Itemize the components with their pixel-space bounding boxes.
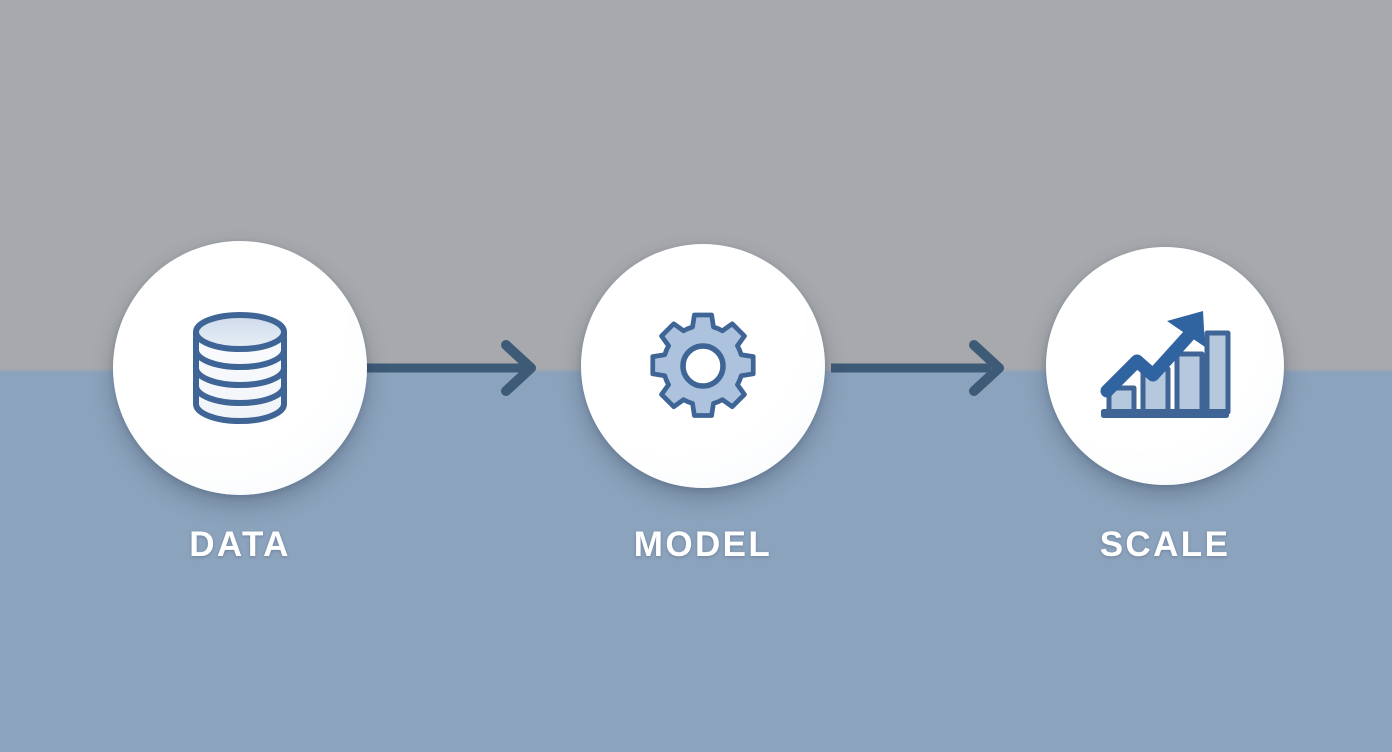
model-circle-wrap: [581, 244, 825, 488]
step-label-model: MODEL: [633, 525, 773, 564]
gear-icon: [650, 312, 756, 418]
data-circle-wrap: [113, 241, 367, 495]
growth-chart-icon: [1100, 311, 1231, 418]
process-step-scale[interactable]: SCALE: [1015, 0, 1315, 752]
process-step-model[interactable]: MODEL: [553, 0, 853, 752]
scale-circle-wrap: [1046, 247, 1284, 485]
connector-data-to-model: [363, 328, 543, 408]
arrow-right-icon: [831, 340, 1004, 396]
process-step-data[interactable]: DATA: [90, 0, 390, 752]
step-label-data: DATA: [189, 525, 291, 564]
database-icon: [193, 312, 287, 424]
scale-circle[interactable]: [1046, 247, 1284, 485]
step-label-scale: SCALE: [1099, 525, 1231, 564]
model-circle[interactable]: [581, 244, 825, 488]
connector-model-to-scale: [831, 328, 1011, 408]
data-circle[interactable]: [113, 241, 367, 495]
arrow-right-icon: [363, 340, 536, 396]
